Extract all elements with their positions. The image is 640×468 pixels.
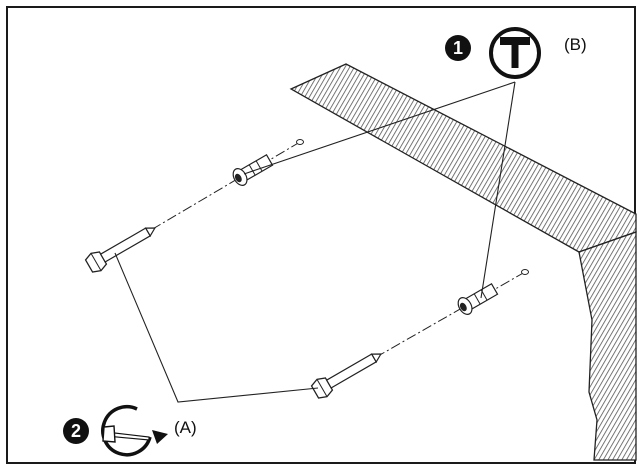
leader-b-lower (480, 81, 516, 299)
leader-b-upper (243, 81, 516, 175)
lower-wall-hole (521, 269, 529, 275)
lower-screw (310, 353, 382, 399)
callout-label-b: (B) (564, 35, 587, 54)
step-2-badge: 2 (63, 418, 89, 444)
upper-wall-hole (296, 139, 304, 145)
upper-screw (84, 227, 156, 273)
callout-label-a: (A) (174, 418, 197, 437)
leader-a (114, 252, 319, 403)
lower-wall-anchor (457, 282, 499, 315)
wall-top-face (289, 63, 637, 253)
hammer-icon (489, 27, 541, 79)
wall-side-face (578, 231, 637, 461)
step-1-badge: 1 (445, 35, 471, 61)
wrench-rotate-icon (101, 405, 168, 457)
upper-wall-anchor (232, 153, 274, 186)
